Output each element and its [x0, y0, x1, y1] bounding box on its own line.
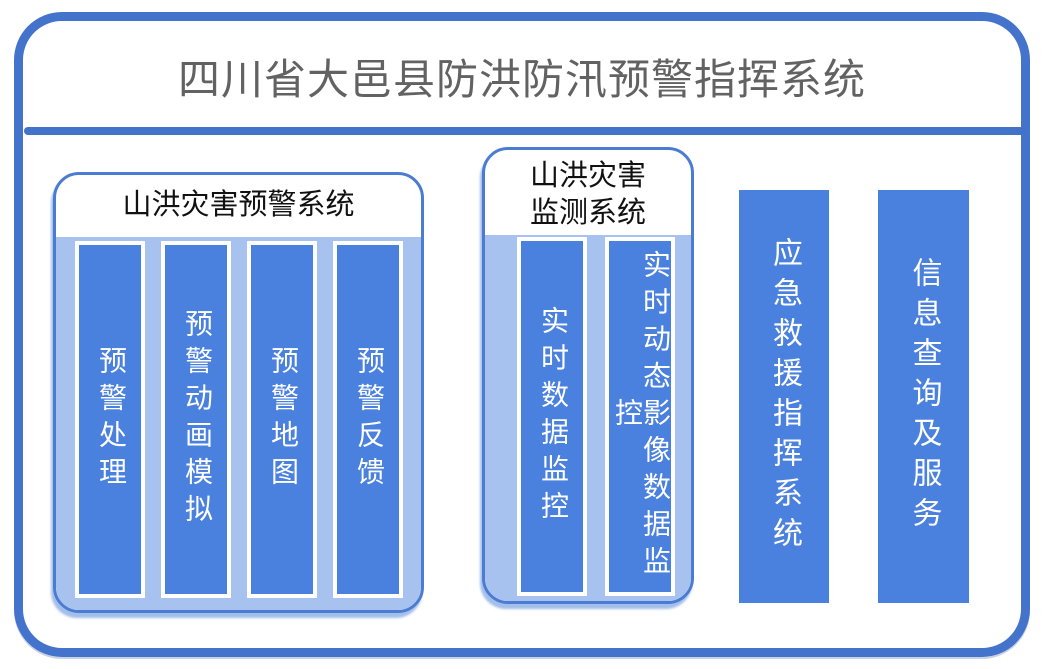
module-emergency-rescue-command-system: 应急救援指挥系统 — [739, 190, 829, 603]
module-information-query-and-service: 信息查询及服务 — [878, 190, 969, 603]
flood-warning-modules: 预警处理 预警动画模拟 预警地图 预警反馈 — [75, 241, 403, 598]
module-warning-animation-simulation: 预警动画模拟 — [161, 241, 231, 598]
module-warning-feedback: 预警反馈 — [333, 241, 403, 598]
module-realtime-data-monitoring: 实时数据监控 — [517, 237, 587, 596]
module-realtime-dynamic-video-data-monitoring: 实时动态影像数据监控 — [605, 237, 675, 596]
page-title: 四川省大邑县防洪防汛预警指挥系统 — [177, 56, 866, 103]
module-label: 实时数据监控 — [537, 305, 568, 528]
group-title-line-1: 山洪灾害 — [529, 160, 646, 192]
group-flood-monitoring-system: 山洪灾害 监测系统 实时数据监控 实时动态影像数据监控 — [482, 147, 694, 604]
module-label: 信息查询及服务 — [907, 256, 941, 537]
module-label: 预警反馈 — [353, 345, 384, 494]
flood-monitoring-modules: 实时数据监控 实时动态影像数据监控 — [517, 237, 675, 596]
group-title-line-2: 监测系统 — [529, 197, 646, 229]
group-flood-warning-system: 山洪灾害预警系统 预警处理 预警动画模拟 预警地图 预警反馈 — [53, 172, 424, 613]
module-label: 应急救援指挥系统 — [768, 236, 801, 557]
module-label: 预警地图 — [267, 345, 298, 494]
title-divider-line — [24, 127, 1026, 135]
module-label: 预警处理 — [95, 345, 126, 494]
module-label: 预警动画模拟 — [181, 308, 212, 531]
group-title-flood-monitoring: 山洪灾害 监测系统 — [485, 150, 691, 232]
module-warning-processing: 预警处理 — [75, 241, 145, 598]
group-title-flood-warning: 山洪灾害预警系统 — [122, 189, 355, 221]
module-label: 实时动态影像数据监控 — [611, 250, 670, 583]
outer-border-frame — [14, 12, 1030, 657]
module-warning-map: 预警地图 — [247, 241, 317, 598]
